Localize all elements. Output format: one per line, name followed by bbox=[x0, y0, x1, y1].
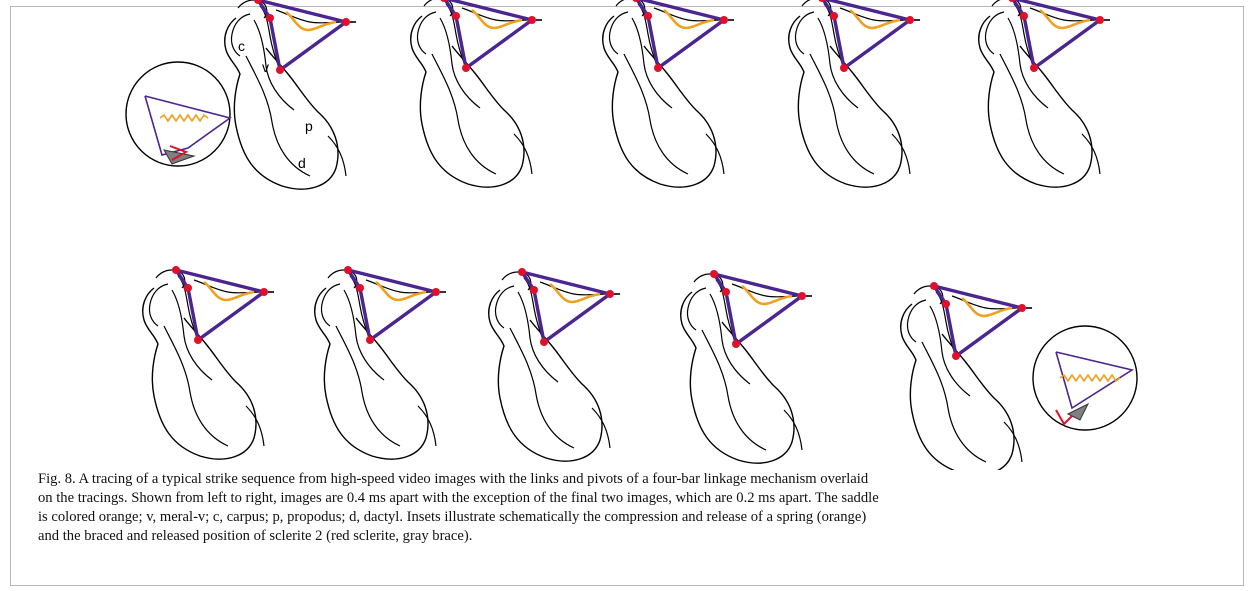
strike-frame bbox=[225, 0, 356, 189]
strike-frame bbox=[681, 270, 812, 463]
strike-frame bbox=[315, 266, 446, 459]
strike-frame bbox=[789, 0, 920, 187]
caption-line: is colored orange; v, meral-v; c, carpus… bbox=[38, 508, 1228, 527]
label-carpus: c bbox=[238, 38, 245, 54]
caption-line: Fig. 8. A tracing of a typical strike se… bbox=[38, 470, 1228, 489]
inset-compressed bbox=[126, 62, 230, 166]
strike-frame bbox=[143, 266, 274, 459]
strike-frame bbox=[411, 0, 542, 187]
strike-sequence-figure: c v p d bbox=[0, 0, 1252, 470]
label-propodus: p bbox=[305, 118, 313, 134]
label-meral-v: v bbox=[262, 59, 269, 75]
label-dactyl: d bbox=[298, 155, 306, 171]
inset-released bbox=[1033, 326, 1137, 430]
caption-line: on the tracings. Shown from left to righ… bbox=[38, 489, 1228, 508]
caption-line: and the braced and released position of … bbox=[38, 527, 1228, 546]
strike-frame bbox=[901, 282, 1032, 470]
strike-frame bbox=[489, 268, 620, 461]
strike-frame bbox=[979, 0, 1110, 187]
figure-caption: Fig. 8. A tracing of a typical strike se… bbox=[38, 470, 1228, 546]
strike-frame bbox=[603, 0, 734, 187]
